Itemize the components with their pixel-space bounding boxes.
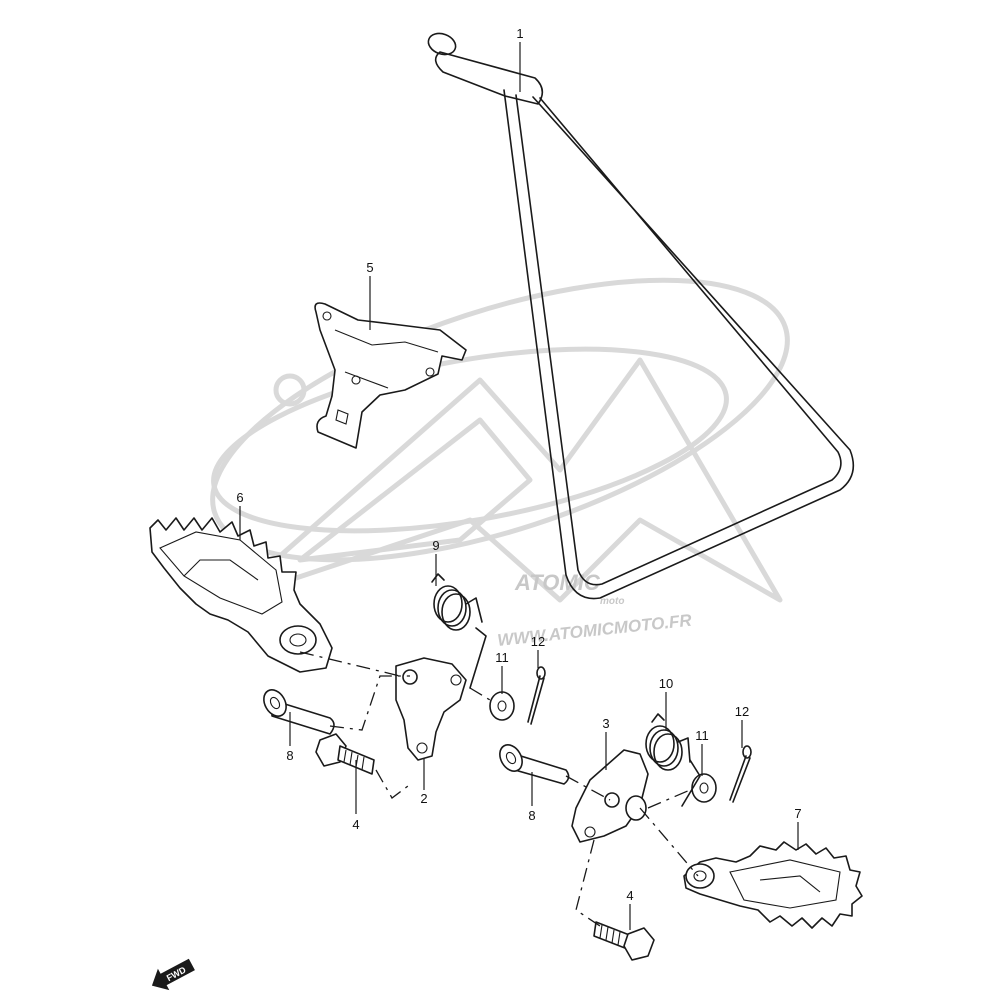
callout-12-right: 12 [735, 704, 749, 719]
right-footrest-part [683, 841, 863, 929]
left-footrest-part [149, 517, 333, 673]
callout-4-right: 4 [626, 888, 633, 903]
callout-8-left: 8 [286, 748, 293, 763]
right-bolt-part [593, 921, 655, 961]
callout-3: 3 [602, 716, 609, 731]
right-washer-part [691, 773, 717, 803]
fwd-arrow-icon: FWD [151, 958, 195, 991]
callout-7: 7 [794, 806, 801, 821]
callout-12-left: 12 [531, 634, 545, 649]
right-bracket-part [571, 749, 649, 843]
left-pin-part [263, 689, 335, 735]
left-washer-part [489, 691, 515, 721]
right-cotter-pin-part [729, 745, 752, 803]
left-cotter-pin-part [527, 666, 546, 725]
watermark-brand-small: moto [600, 596, 624, 607]
callout-1: 1 [516, 26, 523, 41]
callout-11-left: 11 [495, 650, 509, 665]
watermark-url: WWW.ATOMICMOTO.FR [496, 611, 693, 650]
callout-8-right: 8 [528, 808, 535, 823]
right-spring-part [645, 713, 691, 771]
callout-5: 5 [366, 260, 373, 275]
callout-labels: 1 2 3 4 4 5 6 7 8 8 9 10 11 11 12 12 [236, 26, 801, 903]
leader-lines [239, 42, 799, 930]
right-pin-part [499, 744, 570, 785]
callout-4-left: 4 [352, 817, 359, 832]
assembly-lines [299, 627, 701, 927]
callout-9: 9 [432, 538, 439, 553]
callout-2: 2 [420, 791, 427, 806]
left-spring-part [431, 573, 483, 631]
callout-6: 6 [236, 490, 243, 505]
callout-10: 10 [659, 676, 673, 691]
stand-part [427, 32, 855, 600]
left-bracket-part [395, 657, 467, 761]
callout-11-right: 11 [695, 728, 709, 743]
left-bolt-part [315, 733, 375, 775]
stand-bracket-part [314, 302, 467, 449]
